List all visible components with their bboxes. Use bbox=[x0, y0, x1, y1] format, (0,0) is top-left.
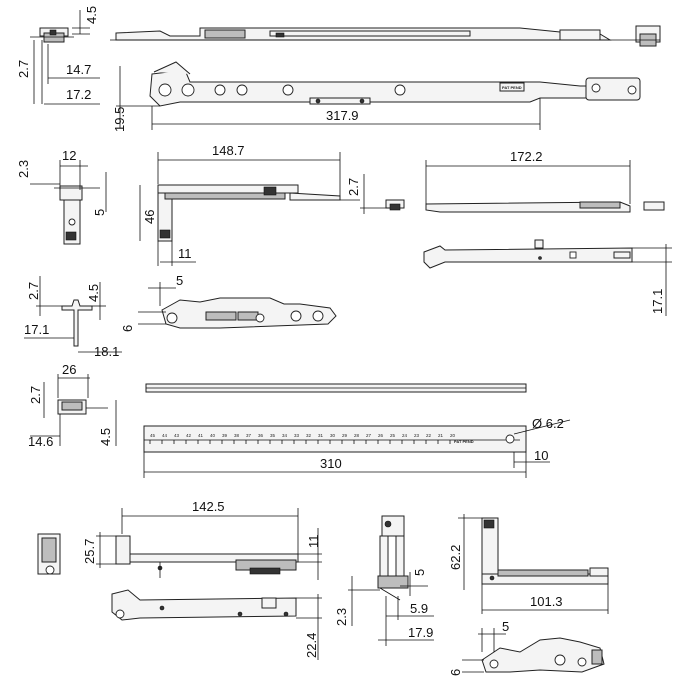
ruler-mark: 23 bbox=[414, 433, 420, 438]
bracket-142-plan bbox=[111, 589, 297, 621]
dim-17-2: 17.2 bbox=[66, 87, 91, 102]
right-arm-plan bbox=[423, 239, 633, 269]
dim-dia-6-2: Ø 6.2 bbox=[532, 416, 564, 431]
stay-arm-plan-view: PAT PEND bbox=[149, 61, 641, 107]
ruler-mark: 41 bbox=[198, 433, 204, 438]
dim-6-b: 6 bbox=[448, 669, 463, 676]
ruler-mark: 32 bbox=[306, 433, 312, 438]
dim-5-c: 5 bbox=[412, 569, 427, 576]
dim-5-9: 5.9 bbox=[410, 601, 428, 616]
clip-mid bbox=[385, 199, 405, 211]
ruler-mark: 25 bbox=[390, 433, 396, 438]
dim-2-7-b: 2.7 bbox=[346, 178, 361, 196]
ruler-mark: 35 bbox=[270, 433, 276, 438]
dim-19-5: 19.5 bbox=[112, 107, 127, 132]
profile-section bbox=[61, 299, 93, 347]
dim-4-5-top: 4.5 bbox=[84, 6, 99, 24]
dim-17-1-right: 17.1 bbox=[650, 289, 665, 314]
hinge-link bbox=[481, 637, 605, 673]
dim-4-5-c: 4.5 bbox=[98, 428, 113, 446]
l-bracket-right bbox=[481, 517, 609, 585]
ruler-mark: 42 bbox=[186, 433, 192, 438]
block-bottom-left bbox=[37, 533, 61, 575]
dim-148-7: 148.7 bbox=[212, 143, 245, 158]
ruler-mark: 36 bbox=[258, 433, 264, 438]
dim-101-3: 101.3 bbox=[530, 594, 563, 609]
dim-5-a: 5 bbox=[92, 209, 107, 216]
ruler-mark: 34 bbox=[282, 433, 288, 438]
right-arm-side bbox=[425, 201, 665, 213]
dim-14-7: 14.7 bbox=[66, 62, 91, 77]
dim-17-1-left: 17.1 bbox=[24, 322, 49, 337]
bracket-142 bbox=[115, 535, 299, 578]
dim-14-6: 14.6 bbox=[28, 434, 53, 449]
dim-26: 26 bbox=[62, 362, 76, 377]
ruler-mark: 39 bbox=[222, 433, 228, 438]
ruler-mark: 29 bbox=[342, 433, 348, 438]
ruler-mark: 21 bbox=[438, 433, 444, 438]
ruler-mark: 27 bbox=[366, 433, 372, 438]
dim-2-7-c: 2.7 bbox=[26, 282, 41, 300]
ruler-mark: 45 bbox=[150, 433, 156, 438]
ruler-mark: 24 bbox=[402, 433, 408, 438]
clip-26 bbox=[57, 399, 108, 415]
ruler-mark: 26 bbox=[378, 433, 384, 438]
ruler-mark: 28 bbox=[354, 433, 360, 438]
bracket-left bbox=[54, 185, 100, 245]
dim-2-3-b: 2.3 bbox=[334, 608, 349, 626]
dim-5-d: 5 bbox=[502, 619, 509, 634]
dim-10: 10 bbox=[534, 448, 548, 463]
ruler-mark: 20 bbox=[450, 433, 456, 438]
dim-22-4: 22.4 bbox=[304, 633, 319, 658]
dim-11-a: 11 bbox=[178, 246, 192, 261]
ruler-plate: 45 44 43 42 41 40 39 38 37 36 35 34 33 32 31 30 29 28 27 26… bbox=[143, 425, 527, 453]
dim-17-9: 17.9 bbox=[408, 625, 433, 640]
clip-top-left bbox=[30, 10, 90, 43]
ruler-mark: 31 bbox=[318, 433, 324, 438]
ruler-mark: 44 bbox=[162, 433, 168, 438]
dim-12: 12 bbox=[62, 148, 76, 163]
dim-62-2: 62.2 bbox=[448, 545, 463, 570]
dim-25-7: 25.7 bbox=[82, 539, 97, 564]
dim-317-9: 317.9 bbox=[326, 108, 359, 123]
long-bar bbox=[145, 383, 527, 393]
ruler-mark: 43 bbox=[174, 433, 180, 438]
dim-172-2: 172.2 bbox=[510, 149, 543, 164]
pivot-arm bbox=[161, 297, 337, 329]
dim-2-7-a: 2.7 bbox=[16, 60, 31, 78]
dim-46: 46 bbox=[142, 210, 157, 224]
ruler-mark: 30 bbox=[330, 433, 336, 438]
ruler-mark: 40 bbox=[210, 433, 216, 438]
dim-11-b: 11 bbox=[306, 535, 321, 549]
l-hinge-arm bbox=[157, 184, 360, 242]
ruler-mark: 22 bbox=[426, 433, 432, 438]
ruler-mark: 33 bbox=[294, 433, 300, 438]
vertical-pivot bbox=[377, 515, 409, 601]
stamp-pat-pend-1: PAT PEND bbox=[502, 85, 522, 90]
dim-6-a: 6 bbox=[120, 325, 135, 332]
dim-310: 310 bbox=[320, 456, 342, 471]
dim-18-1: 18.1 bbox=[94, 344, 119, 359]
stamp-pat-pend-2: PAT PEND bbox=[454, 439, 474, 444]
ruler-mark: 37 bbox=[246, 433, 252, 438]
dim-4-5-b: 4.5 bbox=[86, 284, 101, 302]
stay-arm-side-view bbox=[110, 25, 661, 47]
dim-5-b: 5 bbox=[176, 273, 183, 288]
ruler-mark: 38 bbox=[234, 433, 240, 438]
dim-2-3-a: 2.3 bbox=[16, 160, 31, 178]
dim-2-7-d: 2.7 bbox=[28, 386, 43, 404]
dim-142-5: 142.5 bbox=[192, 499, 225, 514]
